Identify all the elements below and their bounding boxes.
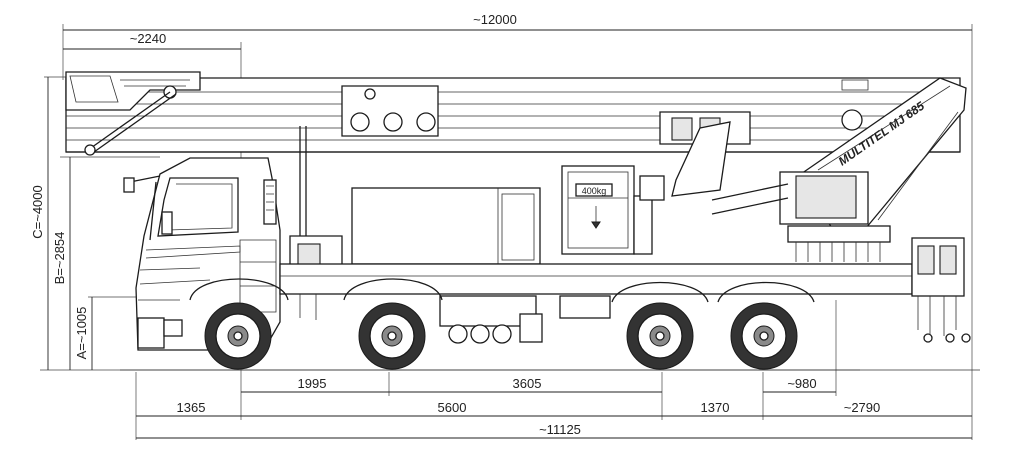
dim-outrigger-offset: ~980 — [787, 376, 816, 391]
dim-axle-spacing-2: 3605 — [513, 376, 542, 391]
wheels — [204, 302, 798, 370]
front-axle-1-wheel — [204, 302, 272, 370]
dimension-lines: ~12000 ~2240 C=~4000 B=~2854 A=~1005 199… — [30, 12, 980, 440]
basket-load-label: 400kg — [582, 186, 607, 196]
dim-rear-axle-spacing: 1370 — [701, 400, 730, 415]
boom-mast: MULTITEL MJ 685 — [711, 77, 967, 262]
dim-wheelbase: 5600 — [438, 400, 467, 415]
dim-height-c: C=~4000 — [30, 185, 45, 239]
dim-height-a: A=~1005 — [74, 307, 89, 360]
dim-overall-length: ~12000 — [473, 12, 517, 27]
truck-chassis — [189, 126, 971, 344]
dim-vehicle-length: ~11125 — [539, 422, 581, 437]
dim-boom-front-overhang: ~2240 — [130, 31, 167, 46]
dim-height-b: B=~2854 — [52, 232, 67, 285]
rear-axle-2-wheel — [730, 302, 798, 370]
work-basket: 400kg — [561, 165, 665, 255]
dim-rear-overhang: ~2790 — [844, 400, 881, 415]
telescopic-boom — [65, 71, 961, 197]
rear-axle-1-wheel — [626, 302, 694, 370]
truck-cab — [123, 157, 281, 351]
dim-front-overhang: 1365 — [177, 400, 206, 415]
dim-axle-spacing-1: 1995 — [298, 376, 327, 391]
front-axle-2-wheel — [358, 302, 426, 370]
